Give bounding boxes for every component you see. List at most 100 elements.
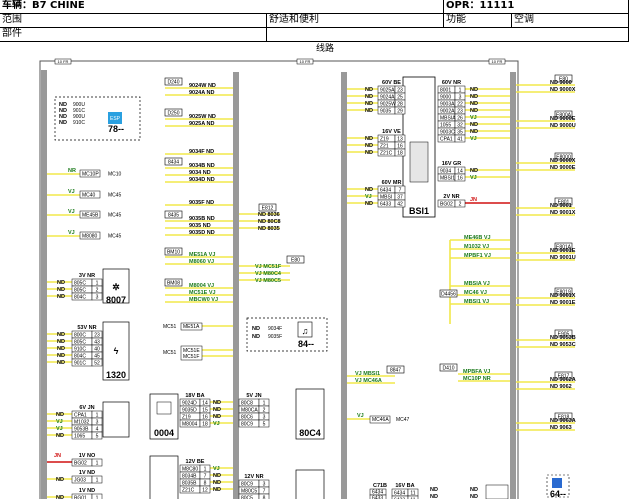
conn-80c4-wire-code: 80C9 [241,421,253,427]
bsi-bus [341,72,347,499]
mc5-name-b: MC51F [183,354,199,360]
nd: ND [470,487,478,493]
esp-nd: ND [59,102,67,108]
conn-80c4-conn-label: 5V JN [246,393,261,399]
mid-green-label: MBCW0 VJ [189,297,218,303]
esp-badge: ESP [110,116,121,122]
esp-nd: ND [59,108,67,114]
conn-0004-wire-code: 9024D [182,400,197,406]
right-label: ND 9001U [550,255,576,261]
conn-nd1-wire-code: JG03 [74,477,86,483]
nd: ND [430,487,438,493]
comp-8007-frame [102,268,130,304]
wiring-title: 线路 [316,42,334,54]
conn-nr12-conn-label: 12V NR [244,474,263,480]
wire-color: ND [470,122,478,128]
right-tag-box [554,371,573,380]
wire-color: VJ [470,115,477,121]
comfort-label: 舒适和便利 [267,14,444,28]
conn-nd2-conn-label: 1V ND [79,488,95,494]
conn-0004-pin-number: 16 [202,414,208,420]
nd: ND [57,294,65,300]
conn-nd2-wire-code: BG01 [74,495,87,499]
wire-color: ND [213,414,221,420]
green-block-tag: D4456 [441,291,456,297]
conn-8007-pin-number: 2 [96,287,99,293]
c71b-cell [369,494,387,499]
green-block-label: MBSIA VJ [464,281,490,287]
bsi-mr60-pin-number: 7 [399,187,402,193]
music-pin: 9034F [268,326,282,332]
conn-nd1-conn-label: 1V ND [79,470,95,476]
diagram-frame [39,60,519,499]
conn-6vjn-wire-code: 1065 [74,433,85,439]
comp-6vjn-frame [102,401,130,438]
conn-1320-wire-code: 910C [74,346,86,352]
music-frame [246,317,328,352]
conn-80c4-pin-number: 5 [263,421,266,427]
right-tag-box [554,110,573,119]
fuse-tag-label: 10 FR [58,59,69,64]
nd: ND [57,353,65,359]
bsi-ve16-pin-number: 18 [397,150,403,156]
mid-green-tag-box [164,278,183,287]
mid-wire-label: 9034D ND [189,177,215,183]
right-label: ND 9001E [550,300,576,306]
esp-pin: 910C [73,120,85,126]
conn-be12-conn-label: 12V BE [186,459,205,465]
conn-6vjn-conn-label: 6V JN [79,405,94,411]
conn-1320-wire-code: 800C [74,332,86,338]
conn-1320-pin-number: 52 [94,360,100,366]
conn-be12-pin-number: 12 [202,487,208,493]
bsi-mr60-wire-code: MBSI [380,194,392,200]
comp-0004-icon [156,401,172,415]
fuse-tag-box [488,58,506,65]
nd: ND [57,332,65,338]
conn-80c4-wire-code: 80C8 [241,400,253,406]
music-pin: 9035F [268,334,282,340]
bsi-mr60-pin-number: 37 [397,194,403,200]
fuse-tag-box [296,58,314,65]
fuse-tag-label: 10 FR [300,59,311,64]
bsi-ve16-wire-code: Z21 [380,143,389,149]
conn-jn1-conn-label: 1V NO [79,453,96,459]
esp-icon [108,112,122,124]
nd: ND [365,143,373,149]
esp-nd: ND [59,114,67,120]
conn-be12-pin-cell [199,485,211,494]
left-wire-pin: MC45 [108,213,122,219]
comp-nr12-frame [295,469,325,499]
mid-tag: 8435 [168,212,179,218]
bsi-nr60-wire-code: 9003C [440,129,455,135]
conn-0004-wire-code: 9035D [182,407,197,413]
mid-wire-label: 9035B ND [189,216,215,222]
bsi-jn: JN [470,197,477,203]
right-label: ND 9000 [550,80,572,86]
bsi-gr16-wire-code: MBSI1 [440,175,455,181]
conn-jn1-wire-code: BG02 [74,460,87,466]
bottom-right-box [485,484,509,499]
right-label: ND 9000U [550,123,576,129]
wire-color: VJ [56,426,63,432]
esp-pin: 900U [73,102,85,108]
conn-6vjn-pin-number: 1 [96,412,99,418]
nd: ND [57,280,65,286]
bsi-be60-pin-number: 23 [397,87,403,93]
mid-green-tag: BM08 [167,280,180,286]
bsi-gr16-pin-number: 16 [457,175,463,181]
e812-tag: E812 [262,205,274,211]
conn-8007-pin-number: 3 [96,294,99,300]
conn-80c4-pin-number: 3 [263,414,266,420]
mc46-box [369,415,391,424]
conn-6vjn-wire-code: CPA1 [74,412,87,418]
wire-color: ND [56,412,64,418]
right-label: ND 9001E [550,248,576,254]
esp-frame [54,96,141,141]
right-label: ND 9053C [550,342,576,348]
conn-0004-wire-code: M8004 [182,421,198,427]
nd: ND [365,150,373,156]
wire-color: ND [470,94,478,100]
comp-64-name: 64-- [550,489,566,499]
mc5-code: MC51 [163,350,177,356]
right-tag: E8000 [556,154,571,160]
